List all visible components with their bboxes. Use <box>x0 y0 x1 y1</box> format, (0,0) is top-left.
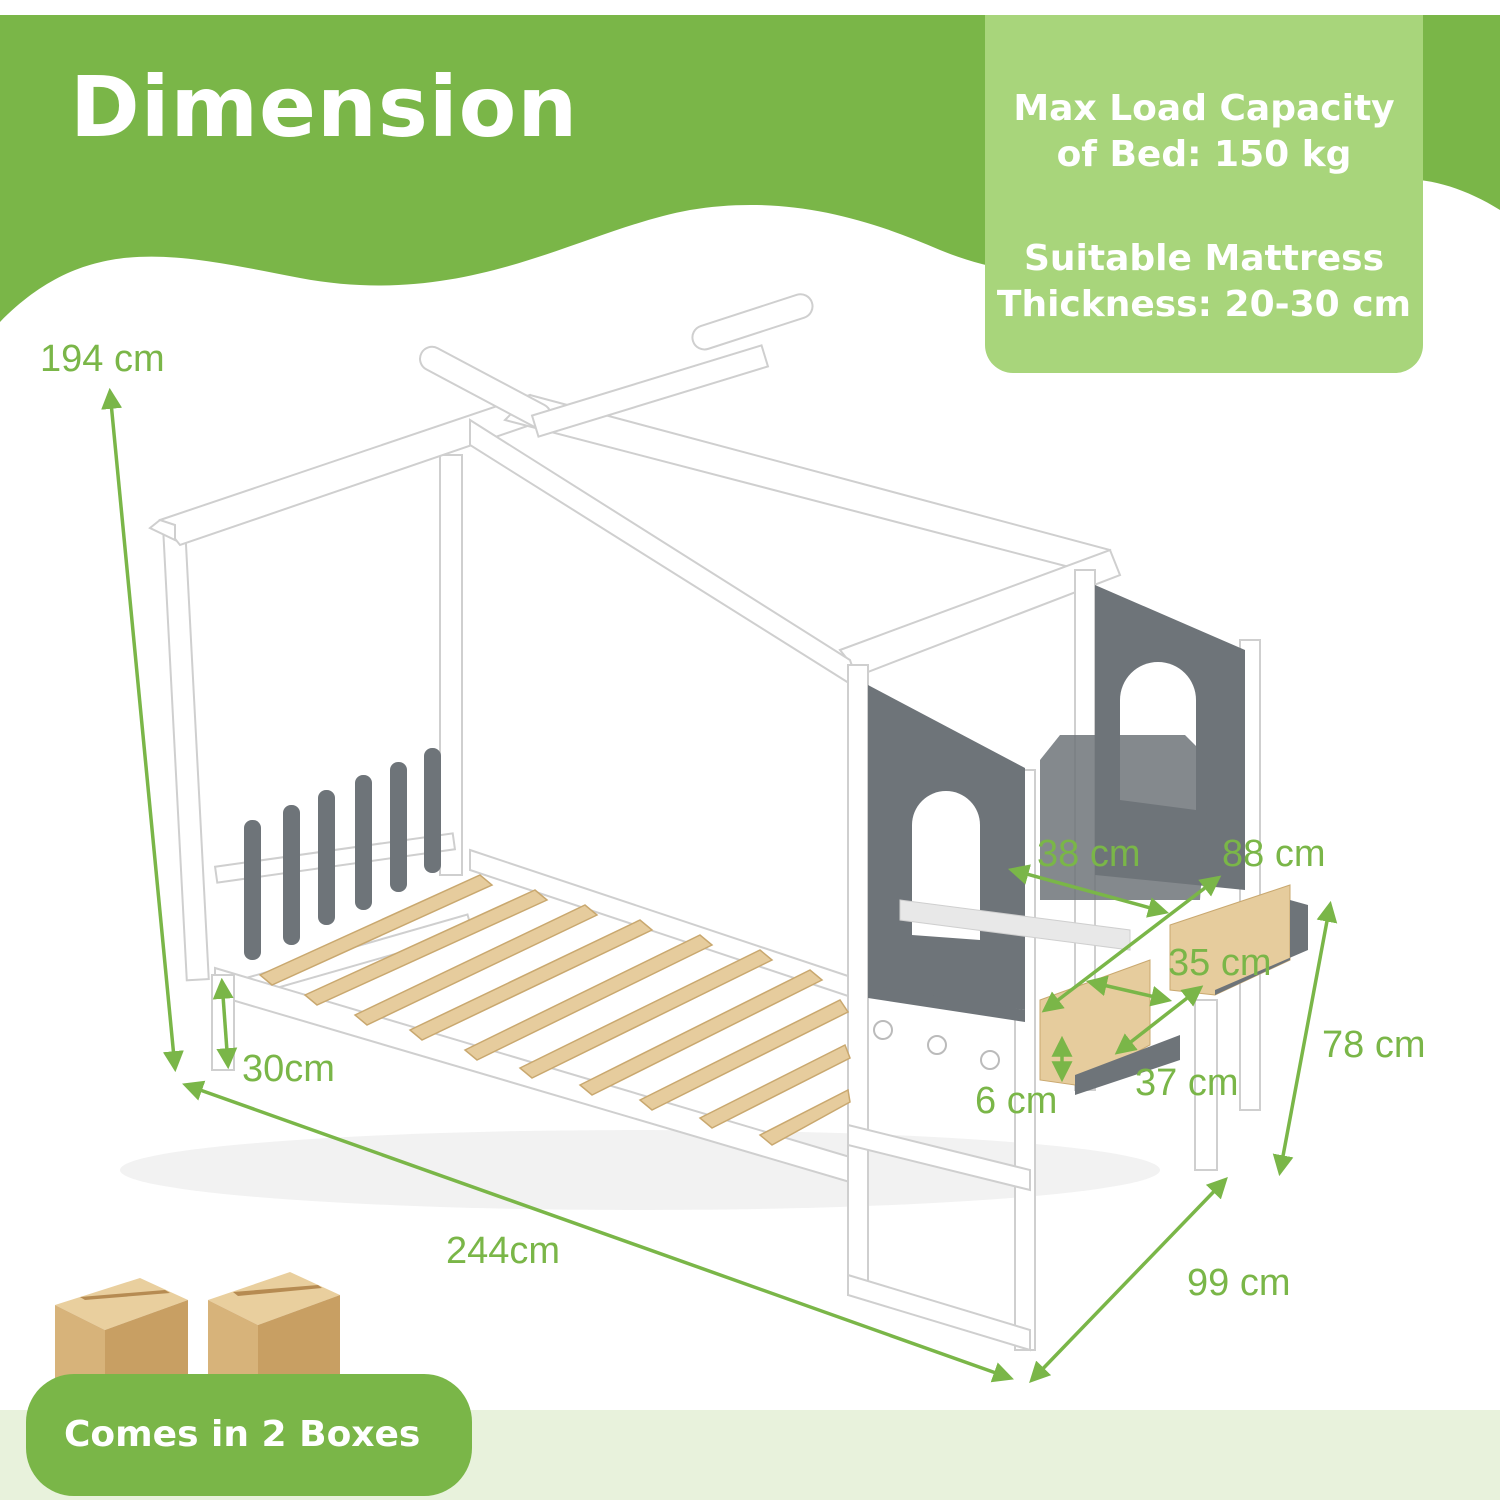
dim-drawer-height: 6 cm <box>975 1080 1058 1122</box>
dimension-lines <box>101 387 1338 1384</box>
page-title: Dimension <box>70 58 579 156</box>
dim-drawer-width: 35 cm <box>1168 942 1272 984</box>
dim-shelf-width: 88 cm <box>1222 833 1326 875</box>
dim-shelf-depth: 38 cm <box>1037 833 1141 875</box>
dim-drawer-depth: 37 cm <box>1135 1062 1239 1104</box>
dim-width: 99 cm <box>1187 1262 1291 1304</box>
dim-length: 244cm <box>446 1230 561 1272</box>
packaging-label: Comes in 2 Boxes <box>64 1414 421 1455</box>
mattress-line-2: Thickness: 20-30 cm <box>996 284 1412 325</box>
dim-total-height: 194 cm <box>40 338 165 380</box>
packaging-badge <box>26 1374 472 1496</box>
mattress-line-1: Suitable Mattress <box>1023 238 1385 279</box>
dim-desk-height: 78 cm <box>1322 1024 1426 1066</box>
spec-panel: Max Load Capacity of Bed: 150 kg Suitabl… <box>985 15 1423 373</box>
fence-pickets <box>244 748 441 960</box>
load-capacity-line-2: of Bed: 150 kg <box>1056 134 1352 175</box>
load-capacity-line-1: Max Load Capacity <box>1013 88 1395 129</box>
dim-slat-height: 30cm <box>242 1048 335 1090</box>
